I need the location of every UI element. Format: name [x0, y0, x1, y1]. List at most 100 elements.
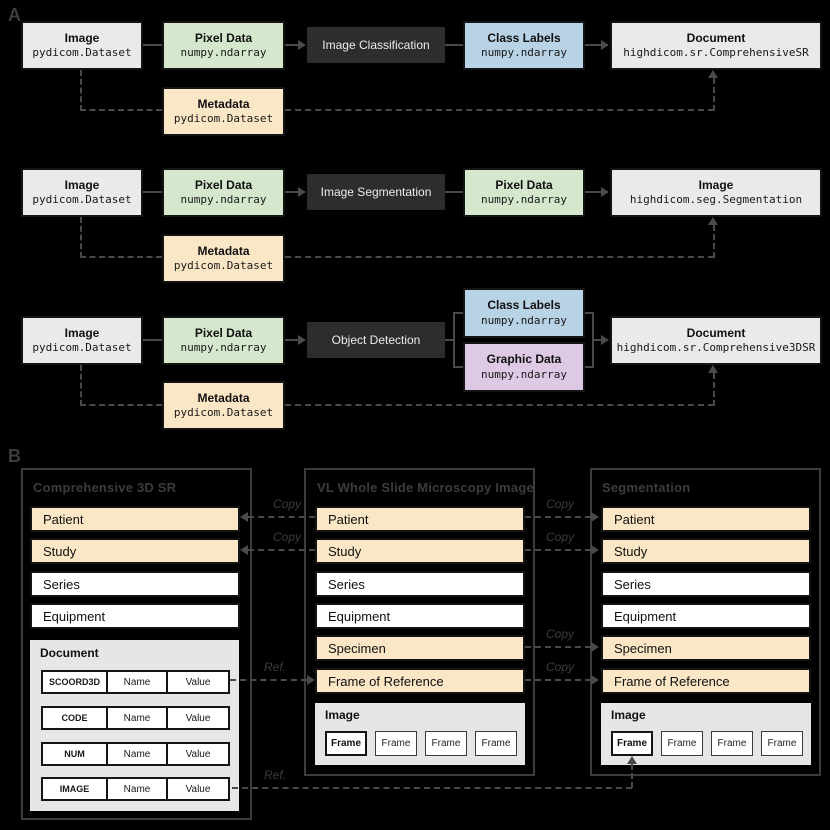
- document-box: Document highdicom.sr.Comprehensive3DSR: [610, 316, 822, 365]
- connector-line: [143, 44, 162, 46]
- box-title: Metadata: [197, 390, 250, 405]
- document-box: Document highdicom.sr.ComprehensiveSR: [610, 21, 822, 70]
- frame-box: Frame: [761, 731, 803, 756]
- graphic-data-box: Graphic Data numpy.ndarray: [463, 342, 585, 392]
- edge-label-ref: Ref.: [263, 768, 286, 782]
- connector-line: [285, 44, 298, 46]
- content-item-name: Name: [106, 706, 168, 730]
- row-frame-of-reference: Frame of Reference: [315, 668, 525, 694]
- box-code: numpy.ndarray: [180, 193, 267, 207]
- content-item-value: Value: [166, 670, 230, 694]
- dashed-connector: [80, 70, 82, 111]
- content-item-image: IMAGE: [41, 777, 108, 801]
- edge-label-copy: Copy: [272, 530, 301, 544]
- dashed-connector: [285, 109, 714, 111]
- dashed-connector: [80, 404, 162, 406]
- bracket-line: [453, 312, 455, 368]
- edge-label-copy: Copy: [545, 497, 574, 511]
- box-title: Pixel Data: [194, 30, 253, 45]
- dashed-connector: [232, 787, 632, 789]
- row-equipment: Equipment: [30, 603, 240, 629]
- box-code: numpy.ndarray: [480, 193, 568, 207]
- box-title: Document: [686, 325, 746, 340]
- content-item-name: Name: [106, 742, 168, 766]
- dashed-connector: [713, 78, 715, 111]
- class-labels-box: Class Labels numpy.ndarray: [463, 21, 585, 70]
- box-title: Image: [64, 177, 100, 192]
- row-study: Study: [315, 538, 525, 564]
- dashed-connector: [80, 365, 82, 406]
- pixel-data-output-box: Pixel Data numpy.ndarray: [463, 168, 585, 217]
- dashed-connector: [713, 225, 715, 258]
- arrow-right-icon: [601, 40, 609, 50]
- connector-line: [285, 191, 298, 193]
- row-series: Series: [315, 571, 525, 597]
- panel-a-label: A: [8, 5, 21, 25]
- dashed-connector: [230, 679, 307, 681]
- row-study: Study: [30, 538, 240, 564]
- box-code: numpy.ndarray: [480, 367, 568, 381]
- connector-line: [143, 339, 162, 341]
- bracket-line: [445, 339, 454, 341]
- arrow-right-icon: [591, 675, 599, 685]
- box-title: Pixel Data: [194, 325, 253, 340]
- dashed-connector: [80, 256, 162, 258]
- dashed-connector: [631, 764, 633, 788]
- image-section-title: Image: [325, 708, 360, 722]
- box-title: Metadata: [197, 243, 250, 258]
- dashed-connector: [80, 109, 162, 111]
- bracket-line: [585, 312, 594, 314]
- box-title: Document: [686, 30, 746, 45]
- box-code: highdicom.sr.ComprehensiveSR: [623, 46, 809, 60]
- class-labels-box: Class Labels numpy.ndarray: [463, 288, 585, 338]
- content-item-scoord3d: SCOORD3D: [41, 670, 108, 694]
- image-section-title: Image: [611, 708, 646, 722]
- edge-label-copy: Copy: [545, 627, 574, 641]
- connector-line: [592, 339, 601, 341]
- pixel-data-box: Pixel Data numpy.ndarray: [162, 316, 285, 365]
- dashed-connector: [525, 646, 591, 648]
- arrow-right-icon: [298, 187, 306, 197]
- row-equipment: Equipment: [315, 603, 525, 629]
- frame-box: Frame: [611, 731, 653, 756]
- edge-label-copy: Copy: [272, 497, 301, 511]
- column-title: Comprehensive 3D SR: [33, 480, 177, 495]
- dashed-connector: [248, 549, 315, 551]
- row-patient: Patient: [315, 506, 525, 532]
- arrow-right-icon: [591, 545, 599, 555]
- connector-line: [585, 191, 601, 193]
- process-box: Image Classification: [307, 27, 445, 63]
- frame-box: Frame: [325, 731, 367, 756]
- arrow-right-icon: [591, 512, 599, 522]
- process-box: Object Detection: [307, 322, 445, 358]
- connector-line: [585, 44, 601, 46]
- edge-label-copy: Copy: [545, 660, 574, 674]
- box-code: pydicom.Dataset: [173, 259, 274, 273]
- bracket-line: [453, 366, 463, 368]
- box-title: Pixel Data: [495, 177, 553, 192]
- dashed-connector: [285, 256, 714, 258]
- arrow-left-icon: [240, 512, 248, 522]
- box-code: pydicom.Dataset: [173, 406, 274, 420]
- dashed-connector: [285, 404, 714, 406]
- content-item-value: Value: [166, 777, 230, 801]
- row-equipment: Equipment: [601, 603, 811, 629]
- image-box: Image pydicom.Dataset: [21, 21, 143, 70]
- box-code: numpy.ndarray: [480, 313, 568, 327]
- bracket-line: [453, 312, 463, 314]
- box-code: numpy.ndarray: [480, 46, 568, 60]
- box-title: Graphic Data: [486, 352, 562, 367]
- edge-label-ref: Ref.: [263, 660, 286, 674]
- image-box: Image pydicom.Dataset: [21, 168, 143, 217]
- arrow-right-icon: [298, 40, 306, 50]
- content-item-num: NUM: [41, 742, 108, 766]
- box-code: numpy.ndarray: [180, 46, 267, 60]
- row-specimen: Specimen: [315, 635, 525, 661]
- frame-box: Frame: [711, 731, 753, 756]
- dashed-connector: [525, 679, 591, 681]
- metadata-box: Metadata pydicom.Dataset: [162, 87, 285, 136]
- content-item-name: Name: [106, 670, 168, 694]
- box-title: Image: [64, 30, 100, 45]
- frame-box: Frame: [375, 731, 417, 756]
